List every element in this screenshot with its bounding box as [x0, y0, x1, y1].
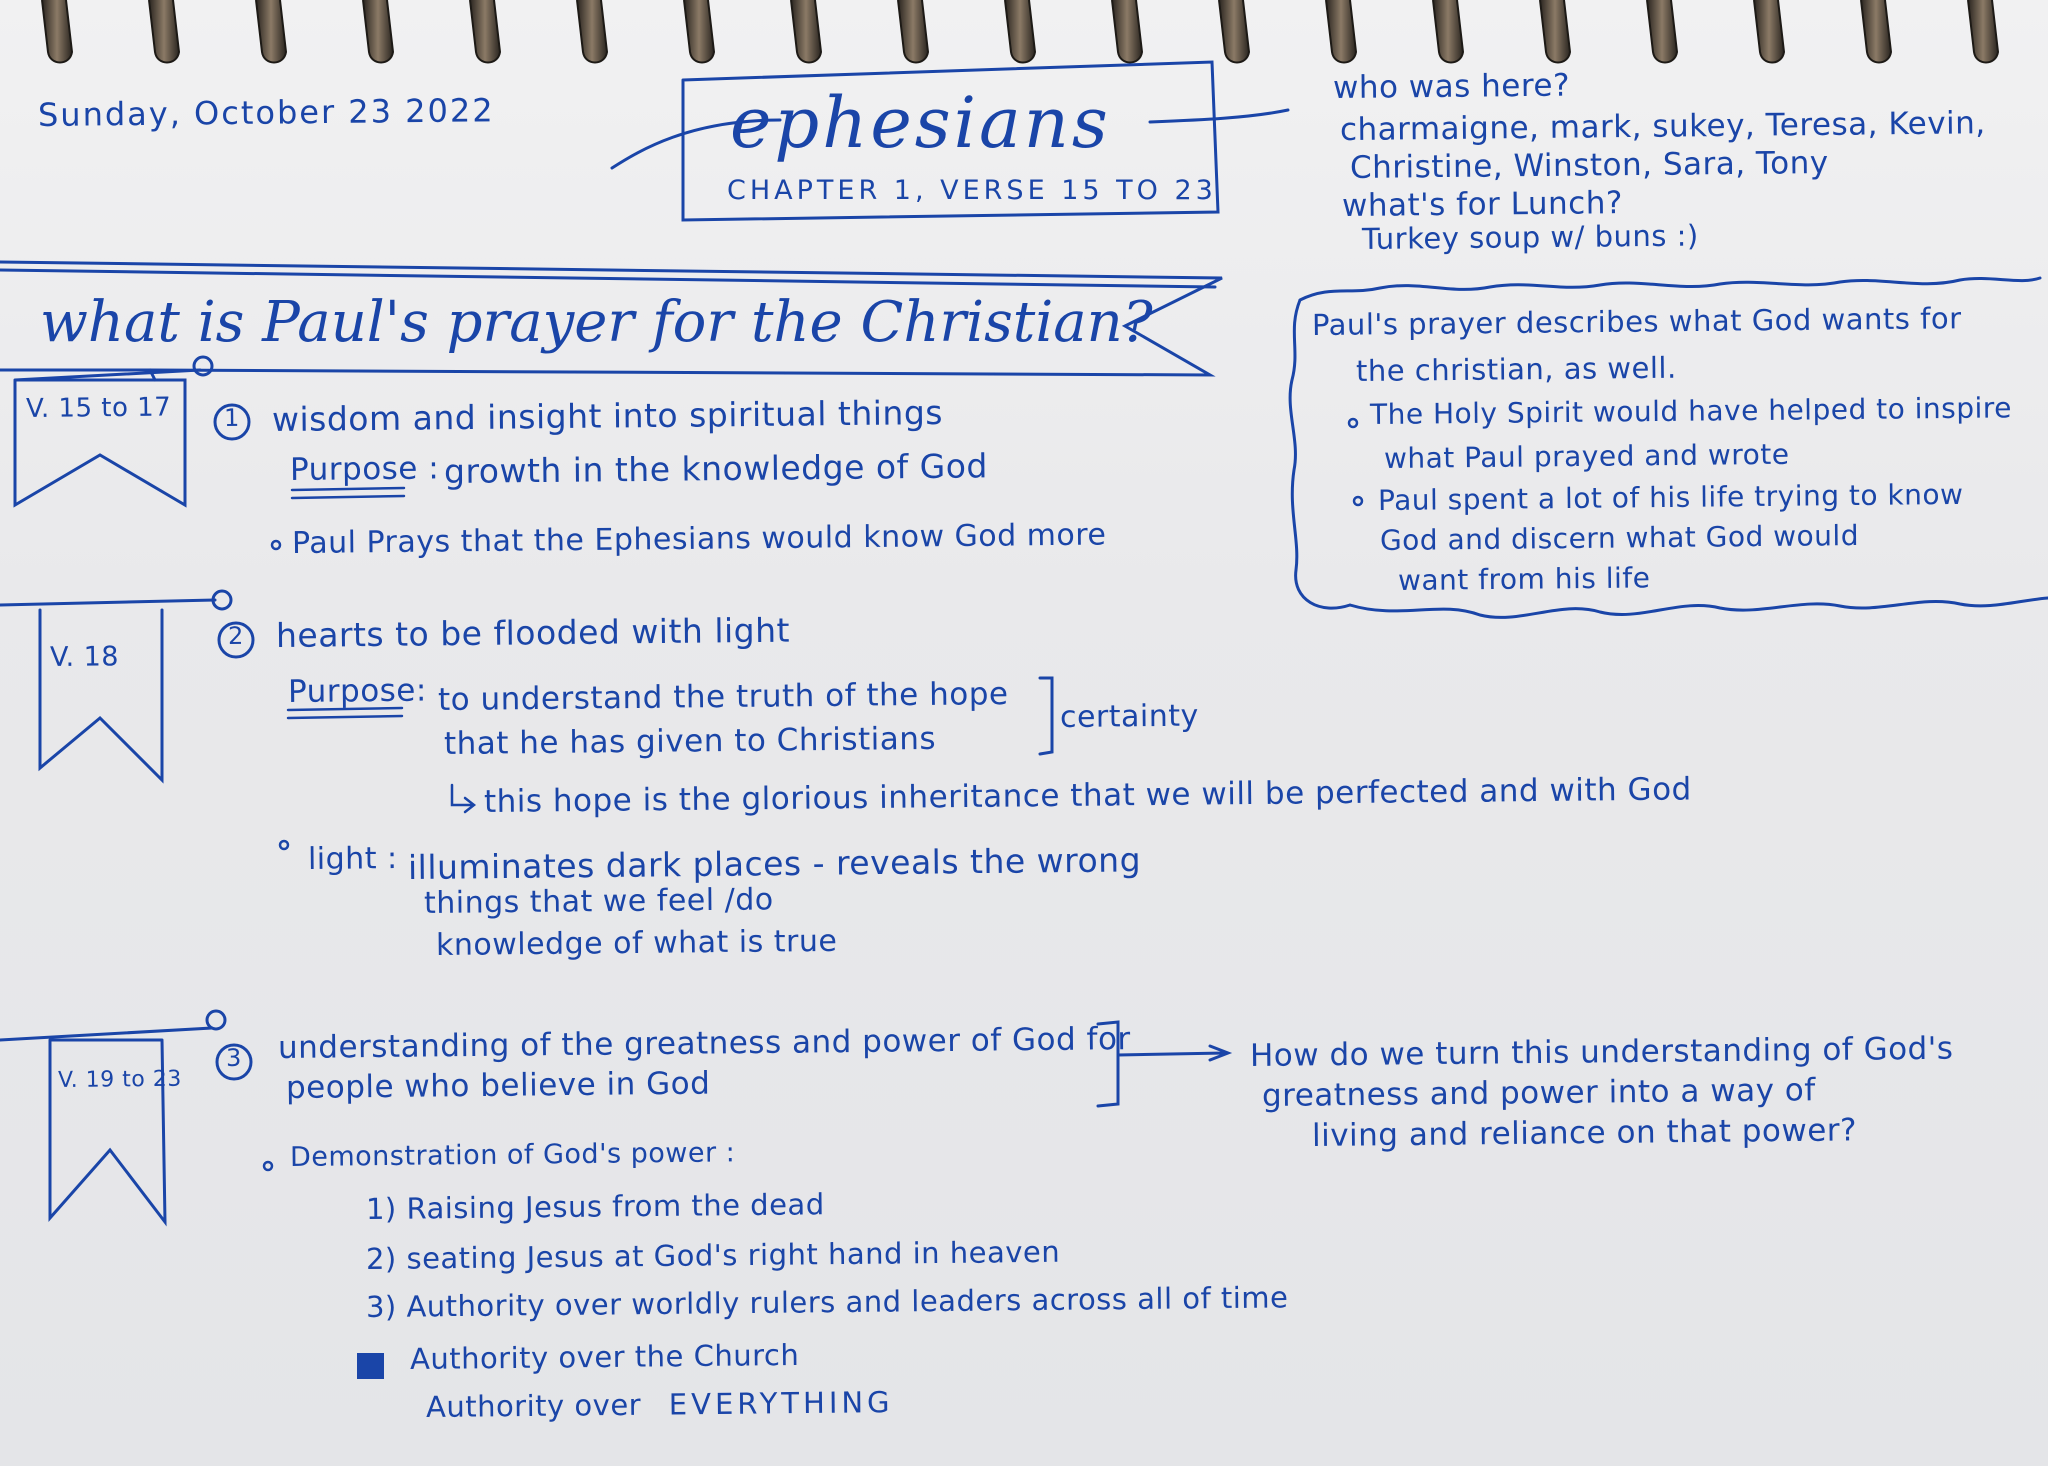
- spiral-coil: [255, 0, 288, 64]
- spiral-coil: [576, 0, 609, 64]
- section-2-light-line-3: knowledge of what is true: [435, 923, 838, 963]
- section-number-3: 3: [225, 1043, 242, 1072]
- chapter-subtitle: CHAPTER 1, VERSE 15 TO 23: [727, 175, 1217, 206]
- side-question-line-2: greatness and power into a way of: [1261, 1072, 1816, 1114]
- spiral-coil: [1753, 0, 1786, 64]
- section-number-2: 2: [227, 621, 244, 650]
- power-item-2: 2) seating Jesus at God's right hand in …: [365, 1234, 1061, 1276]
- section-2-purpose-line-2: that he has given to Christians: [443, 720, 937, 762]
- section-2-light-label: light :: [307, 841, 398, 877]
- lunch-answer: Turkey soup w/ buns :): [1361, 218, 1699, 256]
- spiral-coil: [1432, 0, 1465, 64]
- callout-bullet-2-line-2: God and discern what God would: [1379, 518, 1860, 557]
- spiral-coil: [1646, 0, 1679, 64]
- spiral-coil: [1539, 0, 1572, 64]
- section-1-heading: wisdom and insight into spiritual things: [271, 392, 944, 439]
- callout-bullet-2-line-3: want from his life: [1397, 561, 1651, 597]
- callout-line-1: Paul's prayer describes what God wants f…: [1311, 301, 1962, 342]
- power-item-1: 1) Raising Jesus from the dead: [365, 1187, 825, 1226]
- lunch-question: what's for Lunch?: [1341, 185, 1624, 224]
- spiral-coil: [1004, 0, 1037, 64]
- section-2-light-line-2: things that we feel /do: [423, 882, 774, 921]
- section-number-1: 1: [223, 403, 240, 432]
- spiral-binding: [41, 0, 2000, 64]
- section-2-bracket-note: certainty: [1059, 698, 1199, 735]
- spiral-coil: [362, 0, 395, 64]
- section-2-light-line-1: illuminates dark places - reveals the wr…: [407, 840, 1142, 887]
- page-title: ephesians: [730, 82, 1111, 164]
- banner-label-1: V. 15 to 17: [25, 392, 172, 424]
- section-1-purpose-text: growth in the knowledge of God: [443, 446, 989, 491]
- section-1-purpose-label: Purpose :: [289, 450, 440, 488]
- spiral-coil: [897, 0, 930, 64]
- spiral-coil: [1111, 0, 1144, 64]
- side-question-line-1: How do we turn this understanding of God…: [1249, 1030, 1954, 1074]
- power-extra-2-emphasis: EVERYTHING: [668, 1385, 894, 1422]
- callout-bullet-1-line-2: what Paul prayed and wrote: [1383, 437, 1790, 475]
- callout-bullet-1-line-1: The Holy Spirit would have helped to ins…: [1369, 391, 2013, 431]
- spiral-coil: [41, 0, 74, 64]
- banner-label-3: V. 19 to 23: [57, 1066, 182, 1093]
- spiral-coil: [1218, 0, 1251, 64]
- attendance-names-2: Christine, Winston, Sara, Tony: [1349, 144, 1829, 186]
- power-extra-2-prefix: Authority over: [425, 1387, 642, 1424]
- demonstration-label: Demonstration of God's power :: [289, 1137, 736, 1173]
- spiral-coil: [469, 0, 502, 64]
- section-3-heading-line-2: people who believe in God: [285, 1065, 711, 1106]
- spiral-coil: [1967, 0, 2000, 64]
- callout-line-2: the christian, as well.: [1355, 350, 1677, 388]
- section-2-purpose-label: Purpose:: [287, 672, 428, 710]
- date-label: Sunday, October 23 2022: [37, 91, 495, 134]
- callout-bullet-2-line-1: Paul spent a lot of his life trying to k…: [1377, 477, 1964, 517]
- side-question-line-3: living and reliance on that power?: [1311, 1112, 1858, 1154]
- spiral-coil: [1325, 0, 1358, 64]
- banner-label-2: V. 18: [49, 641, 120, 673]
- spiral-coil: [1860, 0, 1893, 64]
- spiral-coil: [683, 0, 716, 64]
- attendance-names-1: charmaigne, mark, sukey, Teresa, Kevin,: [1339, 105, 1986, 148]
- attendance-question: who was here?: [1332, 67, 1571, 106]
- section-2-purpose-line-1: to understand the truth of the hope: [437, 676, 1009, 718]
- spiral-coil: [790, 0, 823, 64]
- section-2-heading: hearts to be flooded with light: [275, 610, 791, 655]
- power-extra-1: Authority over the Church: [409, 1337, 800, 1376]
- power-extra-2: Authority over EVERYTHING: [426, 1385, 894, 1424]
- main-question: what is Paul's prayer for the Christian?: [40, 290, 1153, 355]
- spiral-coil: [148, 0, 181, 64]
